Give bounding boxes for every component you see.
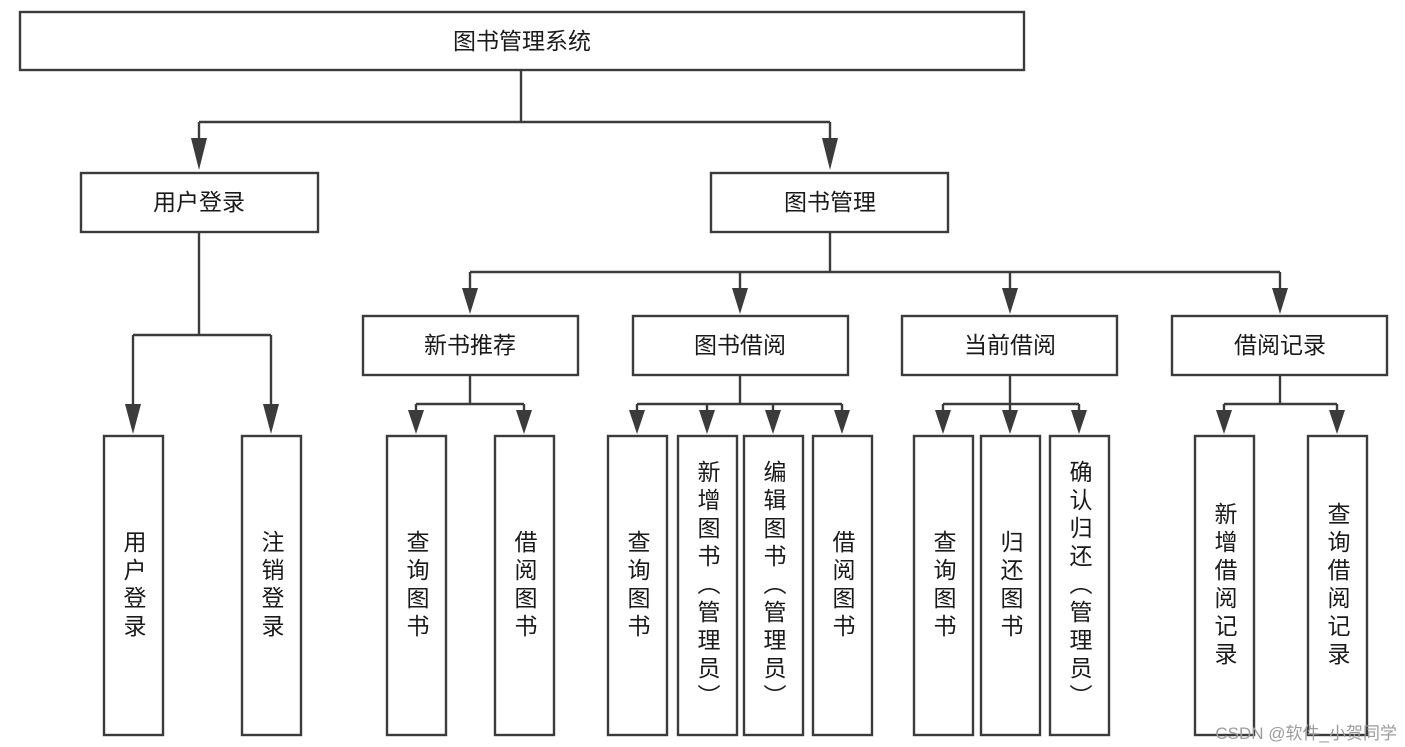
- arrow-icon: [935, 410, 951, 434]
- node-label: 查询图书: [624, 530, 651, 642]
- node-box: [385, 434, 448, 737]
- arrow-icon: [822, 138, 838, 170]
- connector-bookmgmt-to-level3: [462, 232, 1288, 314]
- node-current-borrow[interactable]: 当前借阅: [900, 314, 1119, 377]
- connector-bookborrow-to-leaves: [629, 375, 850, 434]
- node-label: 用户登录: [153, 189, 245, 215]
- arrow-icon: [263, 404, 279, 434]
- leaf-add-book-admin[interactable]: 新增图书（管理员）: [676, 434, 739, 737]
- arrow-icon: [462, 288, 478, 314]
- node-label: 查询图书: [930, 530, 957, 642]
- connector-newbook-to-leaves: [408, 375, 532, 434]
- arrow-icon: [408, 410, 424, 434]
- arrow-icon: [834, 410, 850, 434]
- arrow-icon: [1216, 410, 1232, 434]
- arrow-icon: [1071, 410, 1087, 434]
- node-box: [240, 434, 303, 737]
- node-box: [1193, 434, 1256, 737]
- arrow-icon: [629, 410, 645, 434]
- connector-root-to-level2: [191, 70, 838, 170]
- node-box: [18, 10, 1026, 72]
- leaf-query-book-recommend[interactable]: 查询图书: [385, 434, 448, 737]
- node-box: [1306, 434, 1369, 737]
- leaf-query-book-borrow[interactable]: 查询图书: [606, 434, 669, 737]
- node-box: [361, 314, 580, 377]
- leaf-query-borrow-record[interactable]: 查询借阅记录: [1306, 434, 1369, 737]
- node-root-system[interactable]: 图书管理系统: [18, 10, 1026, 72]
- node-label: 图书管理: [784, 189, 876, 215]
- node-label: 查询图书: [403, 530, 430, 642]
- node-label: 新书推荐: [424, 332, 516, 358]
- leaf-confirm-return-admin[interactable]: 确认归还（管理员）: [1048, 434, 1111, 737]
- node-label: 借阅图书: [829, 530, 856, 642]
- node-box: [1048, 434, 1111, 737]
- node-box: [631, 314, 850, 377]
- node-label: 确认归还（管理员）: [1066, 460, 1093, 712]
- leaf-user-login[interactable]: 用户登录: [102, 434, 165, 737]
- node-box: [709, 171, 950, 234]
- node-book-borrow[interactable]: 图书借阅: [631, 314, 850, 377]
- arrow-icon: [765, 410, 781, 434]
- node-label: 新增借阅记录: [1211, 502, 1238, 670]
- node-box: [676, 434, 739, 737]
- arrow-icon: [1002, 288, 1018, 314]
- leaf-add-borrow-record[interactable]: 新增借阅记录: [1193, 434, 1256, 737]
- node-box: [1170, 314, 1389, 377]
- arrow-icon: [1002, 410, 1018, 434]
- arrow-icon: [1272, 288, 1288, 314]
- node-box: [493, 434, 556, 737]
- leaf-borrow-book[interactable]: 借阅图书: [811, 434, 874, 737]
- node-label: 图书管理系统: [453, 28, 591, 54]
- node-label: 归还图书: [997, 530, 1024, 642]
- node-label: 新增图书（管理员）: [694, 460, 721, 712]
- node-box: [979, 434, 1042, 737]
- connector-userlogin-to-leaves: [125, 232, 279, 434]
- node-borrow-record[interactable]: 借阅记录: [1170, 314, 1389, 377]
- node-user-login[interactable]: 用户登录: [79, 171, 320, 234]
- node-label: 借阅记录: [1234, 332, 1326, 358]
- arrow-icon: [699, 410, 715, 434]
- node-new-book-recommend[interactable]: 新书推荐: [361, 314, 580, 377]
- node-box: [912, 434, 975, 737]
- arrow-icon: [732, 288, 748, 314]
- node-label: 用户登录: [120, 530, 147, 642]
- arrow-icon: [125, 404, 141, 434]
- leaf-return-book[interactable]: 归还图书: [979, 434, 1042, 737]
- leaf-edit-book-admin[interactable]: 编辑图书（管理员）: [742, 434, 805, 737]
- node-label: 当前借阅: [964, 332, 1056, 358]
- leaf-borrow-book-recommend[interactable]: 借阅图书: [493, 434, 556, 737]
- connector-currentborrow-to-leaves: [935, 375, 1087, 434]
- leaf-logout[interactable]: 注销登录: [240, 434, 303, 737]
- node-label: 编辑图书（管理员）: [760, 460, 787, 712]
- node-box: [79, 171, 320, 234]
- leaf-query-book-current[interactable]: 查询图书: [912, 434, 975, 737]
- node-label: 注销登录: [258, 530, 285, 642]
- node-label: 图书借阅: [694, 332, 786, 358]
- node-label: 查询借阅记录: [1324, 502, 1351, 670]
- node-box: [742, 434, 805, 737]
- arrow-icon: [1329, 410, 1345, 434]
- arrow-icon: [516, 410, 532, 434]
- node-box: [900, 314, 1119, 377]
- node-box: [102, 434, 165, 737]
- node-box: [606, 434, 669, 737]
- node-book-management[interactable]: 图书管理: [709, 171, 950, 234]
- node-label: 借阅图书: [511, 530, 538, 642]
- node-box: [811, 434, 874, 737]
- arrow-icon: [191, 138, 207, 170]
- connector-borrowrecord-to-leaves: [1216, 375, 1345, 434]
